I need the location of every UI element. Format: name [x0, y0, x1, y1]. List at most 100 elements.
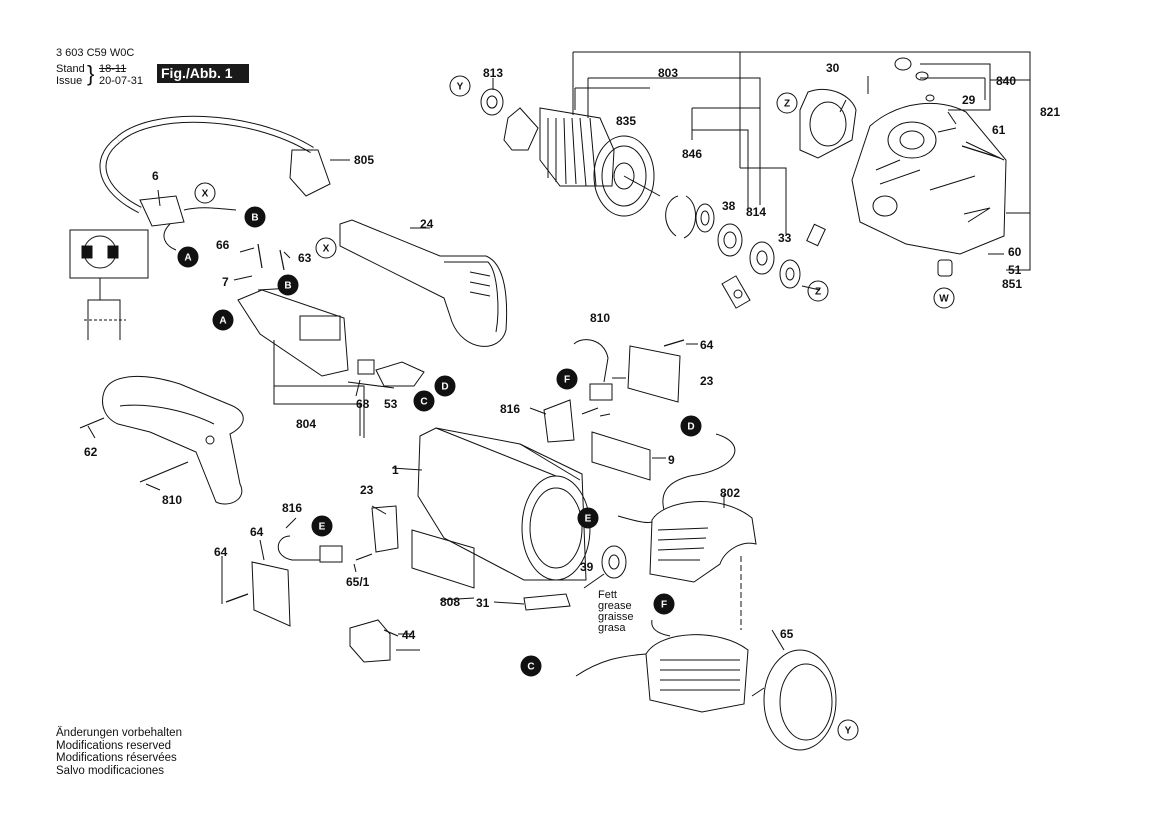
- screws: [79, 145, 1001, 637]
- part-number-label: 6: [152, 169, 159, 183]
- field-coil-802: [645, 501, 757, 713]
- reference-marker-filled: C: [527, 662, 534, 673]
- filled-markers: [177, 206, 702, 677]
- switch-schematic: [69, 229, 149, 340]
- reference-marker-filled: F: [661, 600, 667, 611]
- brace-glyph: }: [87, 61, 95, 86]
- grease-label-line: Fett: [598, 589, 617, 601]
- part-number-label: 813: [483, 66, 503, 80]
- part-number-label: 1: [392, 463, 399, 477]
- part-number-label: 64: [250, 525, 264, 539]
- cover-plates-9: [411, 431, 651, 611]
- gear-housing-821: [799, 57, 1007, 277]
- reference-marker-open: X: [202, 189, 209, 200]
- part-number-label: 816: [282, 501, 302, 515]
- part-number-label: 31: [476, 596, 490, 610]
- part-number-label: 846: [682, 147, 702, 161]
- part-number-label: 62: [84, 445, 98, 459]
- armature-835: [480, 88, 661, 217]
- grease-label-line: graisse: [598, 611, 633, 623]
- part-number-label: 53: [384, 397, 398, 411]
- part-number-label: 29: [962, 93, 976, 107]
- part-number-label: 63: [298, 251, 312, 265]
- clamp-44: [349, 619, 391, 663]
- part-number-label: 51: [1008, 263, 1022, 277]
- part-number-label: 39: [580, 560, 594, 574]
- part-number-label: 65: [780, 627, 794, 641]
- reference-marker-filled: E: [585, 514, 592, 525]
- open-markers: [194, 75, 955, 741]
- bearing-parts: [665, 195, 826, 309]
- part-number-label: 66: [216, 238, 230, 252]
- stand-value: 18-11: [99, 63, 127, 75]
- part-number-label: 805: [354, 153, 374, 167]
- reference-marker-filled: A: [184, 253, 191, 264]
- part-number-label: 64: [214, 545, 228, 559]
- gear-39: [601, 545, 627, 579]
- part-number-label: 9: [668, 453, 675, 467]
- switch-assembly-804: [237, 287, 425, 438]
- part-number-label: 65/1: [346, 575, 370, 589]
- part-number-label: 851: [1002, 277, 1022, 291]
- part-number-label: 60: [1008, 245, 1022, 259]
- reference-marker-filled: E: [319, 522, 326, 533]
- modification-notes: Änderungen vorbehalten Modifications res…: [56, 727, 182, 777]
- reference-marker-filled: F: [564, 375, 570, 386]
- reference-marker-filled: A: [219, 316, 226, 327]
- part-number-label: 7: [222, 275, 229, 289]
- note-fr: Modifications réservées: [56, 752, 177, 765]
- reference-marker-open: Y: [845, 726, 852, 737]
- grease-label-line: grease: [598, 600, 632, 612]
- part-number-label: 810: [162, 493, 182, 507]
- part-number-label: 44: [402, 628, 416, 642]
- part-number-label: 816: [500, 402, 520, 416]
- part-number-label: 23: [700, 374, 714, 388]
- document-number: 3 603 C59 W0C: [56, 47, 135, 59]
- reference-marker-filled: C: [420, 397, 427, 408]
- reference-marker-open: W: [939, 294, 949, 305]
- part-number-label: 802: [720, 486, 740, 500]
- reference-marker-open: X: [323, 244, 330, 255]
- note-de: Änderungen vorbehalten: [56, 727, 182, 739]
- brush-holders: [251, 339, 681, 627]
- connection-wires: [575, 433, 736, 677]
- end-shield-31: [751, 649, 837, 751]
- part-number-label: 835: [616, 114, 636, 128]
- issue-label: Issue: [56, 75, 83, 87]
- part-number-label: 24: [420, 217, 434, 231]
- reference-marker-open: Z: [784, 99, 790, 110]
- reference-marker-filled: D: [687, 422, 694, 433]
- issue-value: 20-07-31: [99, 75, 144, 87]
- reference-marker-open: Y: [457, 82, 464, 93]
- handle-half-24: [339, 219, 508, 347]
- part-number-label: 30: [826, 61, 840, 75]
- note-es: Salvo modificaciones: [56, 764, 165, 777]
- part-number-label: 804: [296, 417, 316, 431]
- part-number-label: 814: [746, 205, 766, 219]
- reference-marker-open: Z: [815, 287, 821, 298]
- figure-badge: Fig./Abb. 1: [157, 64, 249, 83]
- part-number-label: 23: [360, 483, 374, 497]
- part-number-label: 840: [996, 74, 1016, 88]
- part-number-label: 38: [722, 199, 736, 213]
- leader-lines: [87, 99, 957, 651]
- grease-label-line: grasa: [598, 622, 626, 634]
- part-number-label: 803: [658, 66, 678, 80]
- motor-housing-1: [417, 427, 591, 581]
- part-number-label: 61: [992, 123, 1006, 137]
- part-number-label: 821: [1040, 105, 1060, 119]
- part-number-label: 33: [778, 231, 792, 245]
- reference-marker-filled: D: [441, 382, 448, 393]
- part-number-label: 808: [440, 595, 460, 609]
- stand-label: Stand: [56, 63, 85, 75]
- note-en: Modifications reserved: [56, 739, 172, 752]
- part-number-label: 64: [700, 338, 714, 352]
- power-cable-805: [99, 115, 331, 251]
- reference-marker-filled: B: [251, 213, 258, 224]
- reference-bracket-lines: [492, 51, 1031, 271]
- handle-half-24-lower: [102, 375, 244, 505]
